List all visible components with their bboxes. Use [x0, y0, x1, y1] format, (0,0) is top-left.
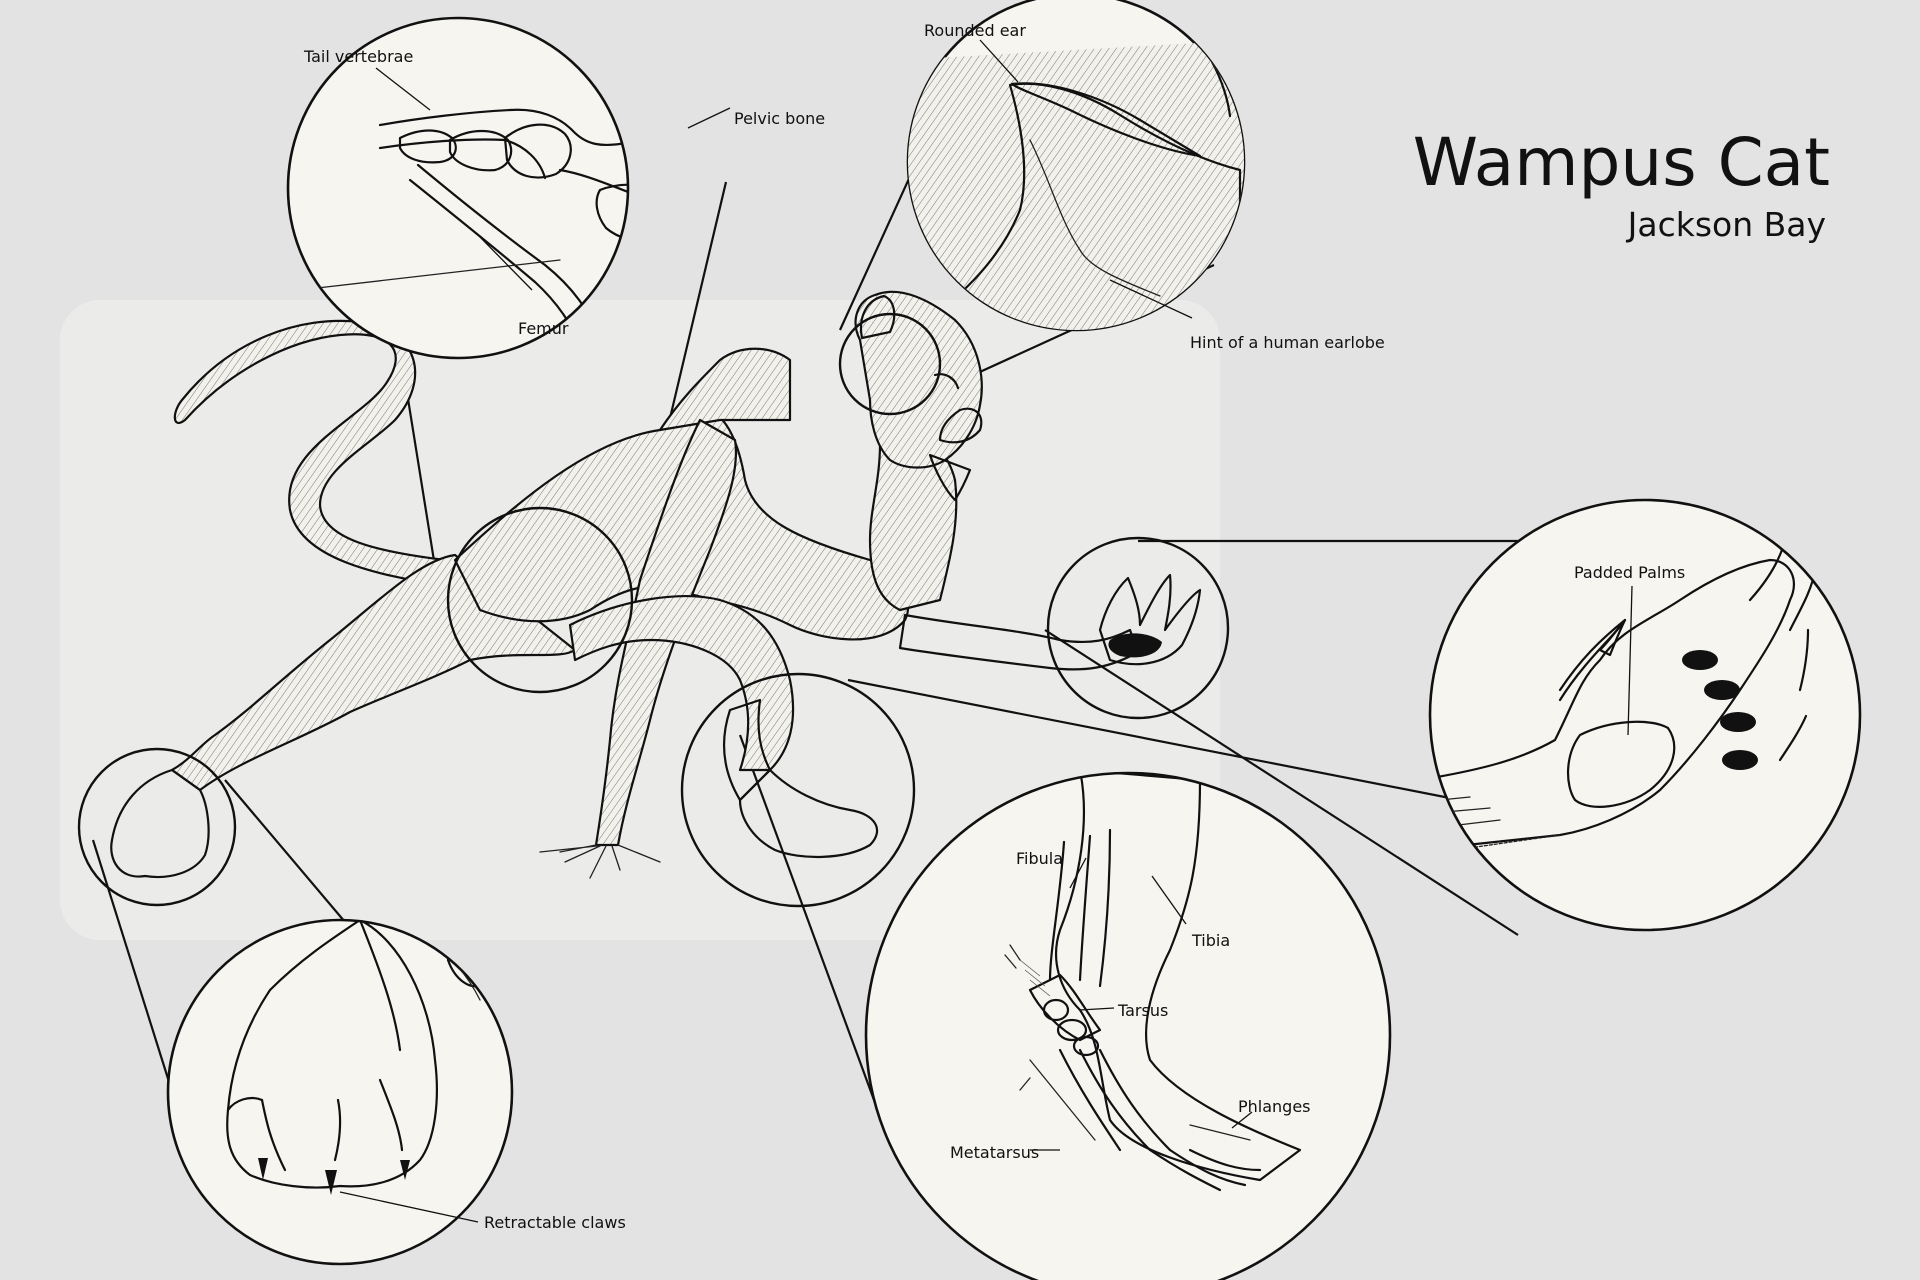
front-right-hand — [1098, 573, 1202, 666]
label-tarsus: Tarsus — [1117, 1001, 1168, 1020]
tail — [173, 319, 447, 587]
label-padded-palms: Padded Palms — [1574, 563, 1685, 582]
label-metatarsus: Metatarsus — [950, 1143, 1039, 1162]
muzzle — [928, 453, 972, 502]
focus-rings — [77, 312, 1230, 908]
focus-ring-hand — [1046, 536, 1230, 720]
label-pelvic-bone: Pelvic bone — [734, 109, 825, 128]
detail-circle-ear: Rounded ear Hint of a human earlobe — [906, 0, 1385, 352]
neck — [868, 438, 958, 612]
focus-ring-pelvis — [446, 506, 634, 694]
palm-pad — [1108, 633, 1162, 658]
detail-circle-hand: Padded Palms — [1428, 498, 1862, 932]
detail-circle-pelvis: Tail vertebrae Pelvic bone Femur — [286, 16, 825, 360]
label-tibia: Tibia — [1191, 931, 1230, 950]
rear-right-foot — [738, 768, 879, 859]
diagram-title: Wampus Cat — [1413, 124, 1830, 201]
label-rounded-ear: Rounded ear — [924, 21, 1026, 40]
label-phlanges: Phlanges — [1238, 1097, 1311, 1116]
focus-ring-rear-foot — [680, 672, 916, 908]
rear-right-shin — [722, 698, 772, 802]
back — [658, 347, 792, 432]
label-tail-vertebrae: Tail vertebrae — [303, 47, 413, 66]
label-retractable-claws: Retractable claws — [484, 1213, 626, 1232]
label-femur: Femur — [518, 319, 569, 338]
detail-circle-paw: Retractable claws — [166, 918, 626, 1266]
focus-ring-ear — [838, 312, 942, 416]
head — [854, 290, 983, 469]
wampus-cat-figure — [110, 290, 1202, 879]
eye — [933, 373, 960, 390]
diagram-author: Jackson Bay — [1626, 205, 1826, 244]
label-human-earlobe: Hint of a human earlobe — [1190, 333, 1385, 352]
ear — [859, 294, 896, 340]
focus-ring-rear-paw — [77, 747, 237, 907]
front-left-hand — [539, 844, 661, 879]
label-fibula: Fibula — [1016, 849, 1063, 868]
rear-right-leg — [568, 595, 795, 772]
rear-left-paw — [110, 768, 210, 879]
face-dark — [938, 407, 983, 444]
detail-circle-leg: Fibula Tibia Tarsus Metatarsus Phlanges — [864, 771, 1392, 1280]
